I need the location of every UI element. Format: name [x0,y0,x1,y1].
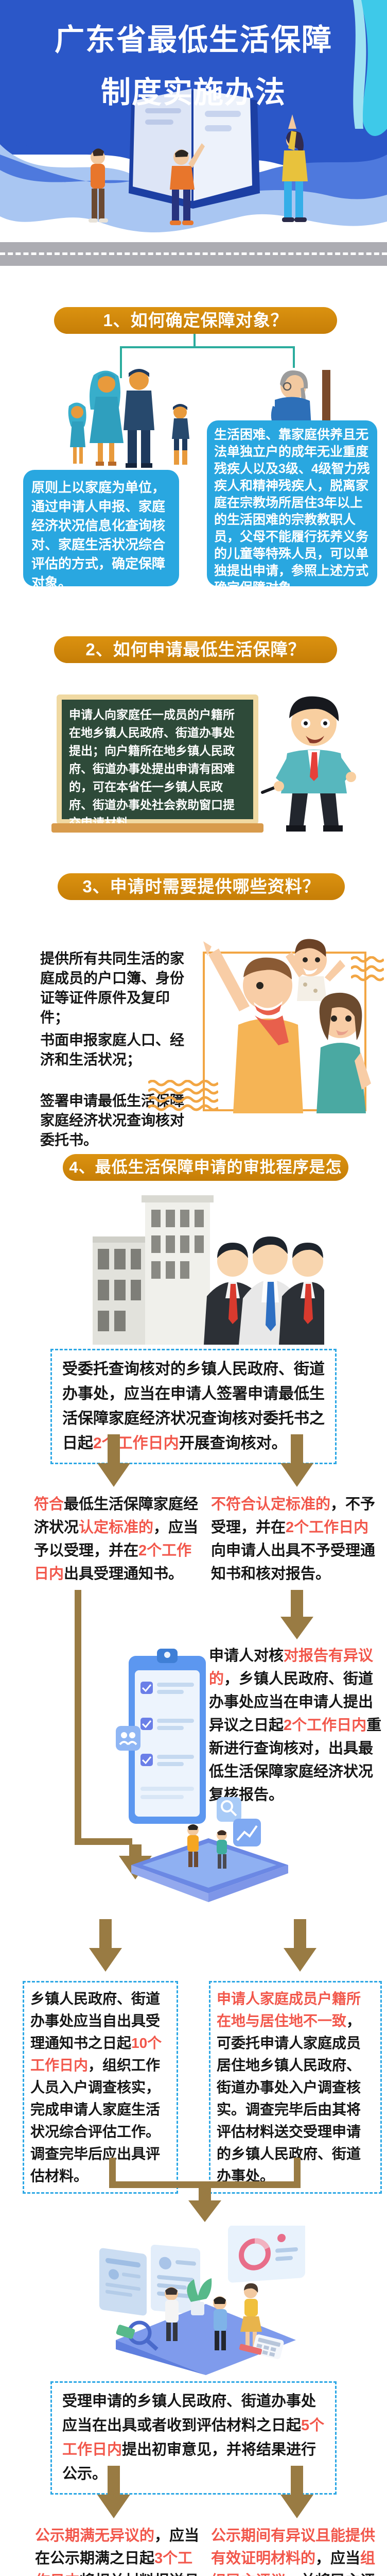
road-center-line [0,252,387,255]
page-title: 广东省最低生活保障 制度实施办法 [0,15,387,111]
merge-arrow-icon [188,2188,221,2222]
section-1-left-bubble-text: 原则上以家庭为单位，通过申请人申报、家庭经济状况信息化查询核对、家庭生活状况综合… [31,480,166,590]
connector-crossbar [120,346,295,348]
accept-text-content: 符合最低生活保障家庭经济状况认定标准的，应当予以受理，并在2个工作日内出具受理通… [34,1496,199,1582]
reject-text: 不符合认定标准的，不予受理，并在2个工作日内向申请人出具不予受理通知书和核对报告… [211,1493,381,1586]
section-2-heading-label: 2、如何申请最低生活保障？ [85,640,306,659]
government-office-illustration [93,1195,324,1345]
objection-text-content: 申请人对核对报告有异议的，乡镇人民政府、街道办事处应当在申请人提出异议之日起2个… [209,1648,382,1803]
initial-review-illustration [99,2226,305,2375]
section-1-left-bubble: 原则上以家庭为单位，通过申请人申报、家庭经济状况信息化查询核对、家庭生活状况综合… [23,470,179,590]
section-3-requirement-3: 签署申请最低生活保障家庭经济状况查询核对委托书。 [40,1091,196,1150]
happy-family-illustration [203,939,371,1113]
blackboard-ledge [51,823,263,833]
publicity-left-content: 公示期满无异议的，应当在公示期满之日起3个工作日内将相关材料报送县级人民政府民政… [35,2528,200,2576]
reject-text-content: 不符合认定标准的，不予受理，并在2个工作日内向申请人出具不予受理通知书和核对报告… [211,1496,376,1582]
survey-left-box: 乡镇人民政府、街道办事处应当自出具受理通知书之日起10个工作日内，组织工作人员入… [23,1981,178,2194]
page-title-line2: 制度实施办法 [100,76,286,109]
hero-banner: 广东省最低生活保障 制度实施办法 [0,0,387,242]
publicity-left-text: 公示期满无异议的，应当在公示期满之日起3个工作日内将相关材料报送县级人民政府民政… [35,2524,205,2576]
requirement-2-text: 书面申报家庭人口、经济和生活状况； [40,1032,185,1067]
section-4-heading: 4、最低生活保障申请的审批程序是怎样的？ [63,1154,348,1203]
connector-left-drop [120,346,122,378]
merge-connector-crossbar [109,2181,301,2188]
flow-arrow-icon [89,1919,122,1972]
blackboard-text: 申请人向家庭任一成员的户籍所在地乡镇人民政府、街道办事处提出；向户籍所在地乡镇人… [69,708,235,829]
publicity-right-content: 公示期间有异议且能提供有效证明材料的，应当组织民主评议，并将民主评议结果和相关材… [211,2528,376,2576]
section-3-requirement-1: 提供所有共同生活的家庭成员的户口簿、身份证等证件原件及复印件； [40,949,196,1027]
flow-arrowhead-icon [119,1844,152,1879]
application-review-illustration [116,1649,288,1902]
flow-connector-vertical [75,1590,81,1844]
entrust-check-box: 受委托查询核对的乡镇人民政府、街道办事处，应当在申请人签署申请最低生活保障家庭经… [50,1349,337,1464]
section-3-heading: 3、申请时需要提供哪些资料？ [58,873,345,900]
connector-stem [194,334,196,348]
page-title-line1: 广东省最低生活保障 [54,23,332,57]
merge-connector-left [109,2158,116,2188]
survey-right-box: 申请人家庭成员户籍所在地与居住地不一致，可委托申请人家庭成员居住地乡镇人民政府、… [209,1981,382,2194]
section-4-heading-label: 4、最低生活保障申请的审批程序是怎样的？ [69,1158,342,1203]
requirement-3-text: 签署申请最低生活保障家庭经济状况查询核对委托书。 [40,1093,185,1148]
section-1-heading-label: 1、如何确定保障对象？ [103,311,288,330]
wave-decoration-bottom-left [148,1080,218,1111]
survey-right-text: 申请人家庭成员户籍所在地与居住地不一致，可委托申请人家庭成员居住地乡镇人民政府、… [217,1991,361,2184]
road-divider [0,242,387,266]
section-1-heading: 1、如何确定保障对象？ [54,307,337,334]
blackboard: 申请人向家庭任一成员的户籍所在地乡镇人民政府、街道办事处提出；向户籍所在地乡镇人… [57,694,258,829]
teacher-illustration [261,696,356,832]
initial-review-box: 受理申请的乡镇人民政府、街道办事处应当在出具或者收到评估材料之日起5个工作日内提… [50,2381,337,2495]
entrust-check-text: 受委托查询核对的乡镇人民政府、街道办事处，应当在申请人签署申请最低生活保障家庭经… [62,1361,325,1452]
section-1-right-bubble: 生活困难、靠家庭供养且无法单独立户的成年无业重度残疾人以及3级、4级智力残疾人和… [207,420,377,595]
flow-arrow-icon [97,2466,130,2518]
accept-text: 符合最低生活保障家庭经济状况认定标准的，应当予以受理，并在2个工作日内出具受理通… [34,1493,204,1586]
family-illustration [68,369,189,468]
survey-left-text: 乡镇人民政府、街道办事处应当自出具受理通知书之日起10个工作日内，组织工作人员入… [30,1991,162,2184]
initial-review-text: 受理申请的乡镇人民政府、街道办事处应当在出具或者收到评估材料之日起5个工作日内提… [62,2393,325,2482]
merge-connector-right [294,2158,301,2188]
section-2-heading: 2、如何申请最低生活保障？ [54,636,337,663]
section-3-requirement-2: 书面申报家庭人口、经济和生活状况； [40,1030,196,1070]
wave-decoration-top-right [351,956,384,981]
flow-connector-horizontal [75,1838,132,1845]
flow-arrow-icon [97,1434,130,1487]
section-1-right-bubble-text: 生活困难、靠家庭供养且无法单独立户的成年无业重度残疾人以及3级、4级智力残疾人和… [214,428,370,595]
section-3-heading-label: 3、申请时需要提供哪些资料？ [82,877,320,896]
flow-arrow-icon [280,1590,313,1639]
connector-right-drop [293,346,295,368]
objection-text: 申请人对核对报告有异议的，乡镇人民政府、街道办事处应当在申请人提出异议之日起2个… [209,1645,386,1807]
flow-arrow-icon [280,2466,313,2518]
publicity-right-text: 公示期间有异议且能提供有效证明材料的，应当组织民主评议，并将民主评议结果和相关材… [211,2524,382,2576]
flow-arrow-icon [280,1434,313,1487]
requirement-1-text: 提供所有共同生活的家庭成员的户口簿、身份证等证件原件及复印件； [40,951,185,1025]
flow-arrow-icon [284,1919,316,1972]
hero-background-illustration [0,0,387,233]
